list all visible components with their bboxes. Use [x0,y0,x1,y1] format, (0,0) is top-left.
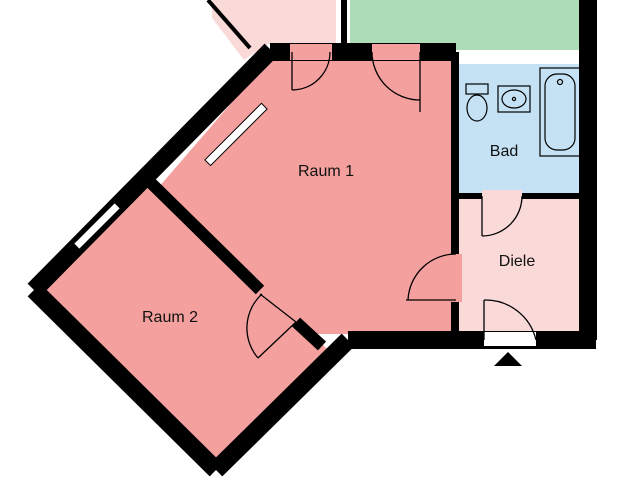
window-upper [204,102,268,167]
balcony-area [212,0,336,60]
label-diele: Diele [499,253,536,270]
door-bad [481,190,523,237]
door-raum2 [246,293,297,359]
door-diele-left [406,253,462,302]
toilet [465,83,489,122]
label-raum1: Raum 1 [298,163,354,180]
entrance-arrow-icon [494,352,522,366]
garden-area [350,0,582,50]
door-entrance [483,299,537,346]
room-raum2-floor [34,185,328,468]
label-raum2: Raum 2 [142,309,198,326]
door-raum1-top-left [290,44,332,91]
door-raum1-top-right [371,44,421,112]
label-bad: Bad [490,143,518,160]
window-lower [72,201,122,251]
room-bad-floor [456,64,584,196]
outer-walls [27,0,597,477]
bathtub [539,67,581,157]
sink [497,85,531,113]
